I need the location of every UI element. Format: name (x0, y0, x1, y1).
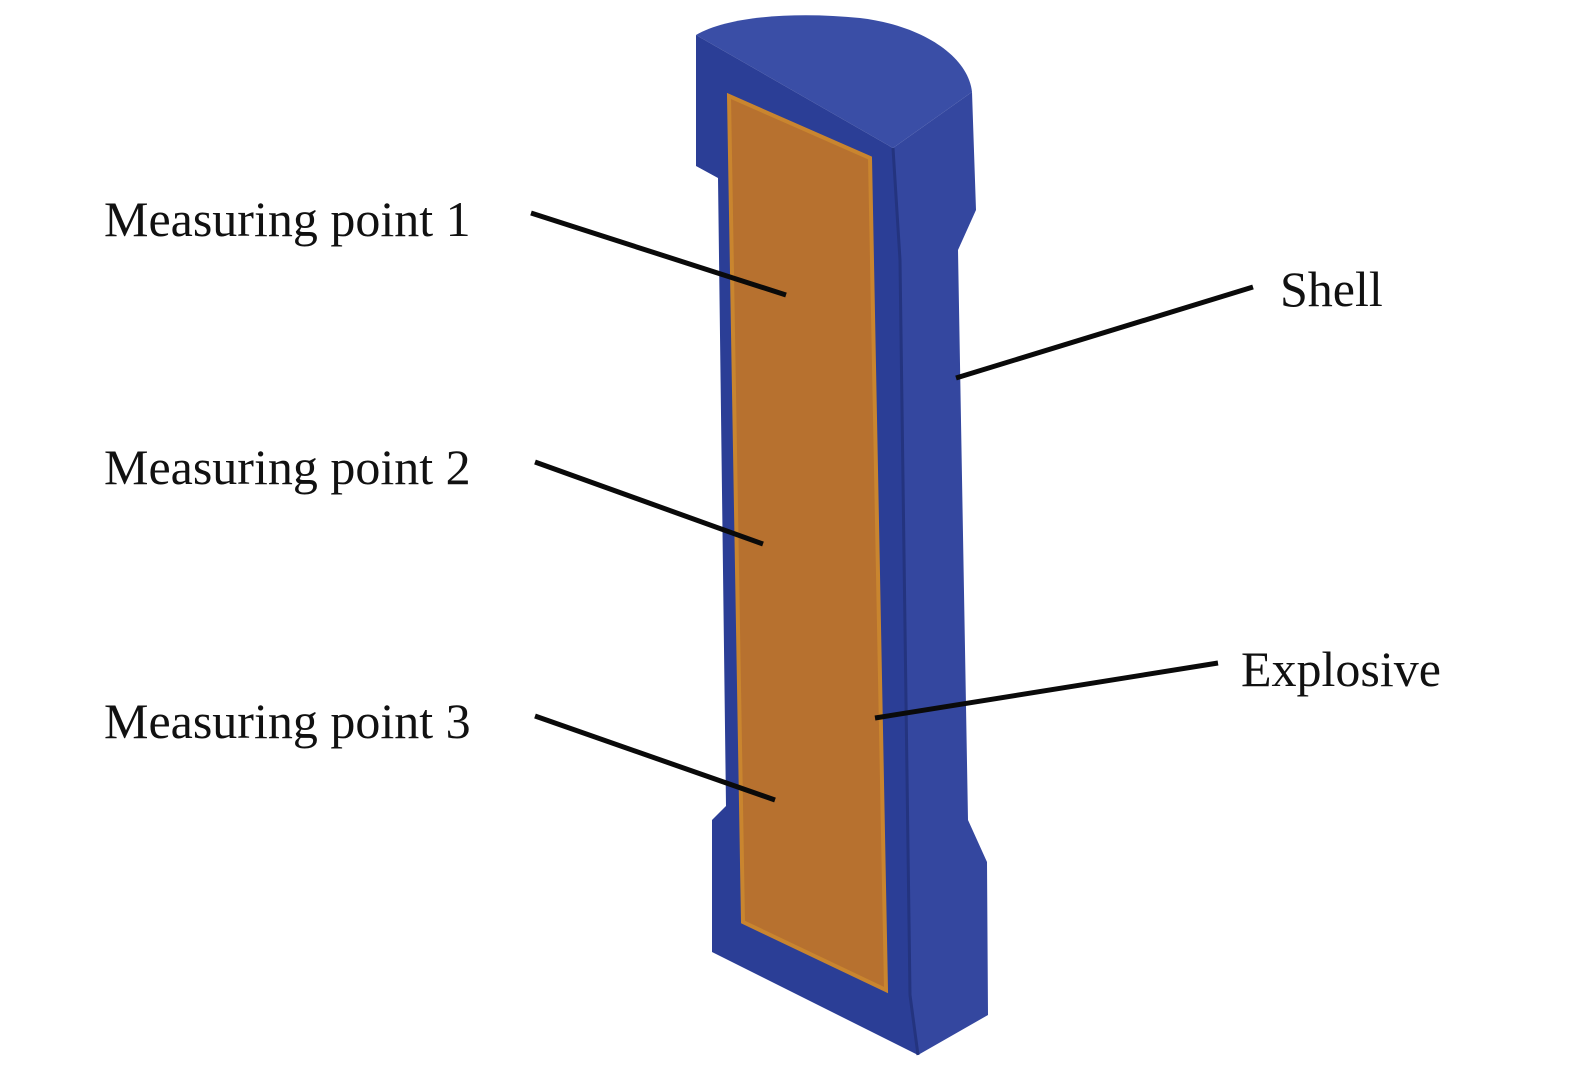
label-shell: Shell (1280, 261, 1383, 317)
shell-top-surface (696, 15, 972, 148)
label-measuring-point-3: Measuring point 3 (104, 693, 471, 749)
shell-edge-lines (891, 147, 920, 1056)
label-measuring-point-2: Measuring point 2 (104, 439, 471, 495)
leader-line-shell (955, 284, 1254, 381)
leader-line-measuring-point-1 (530, 210, 787, 298)
leader-line-measuring-point-3 (534, 713, 776, 803)
label-measuring-point-1: Measuring point 1 (104, 191, 471, 247)
leader-line-measuring-point-2 (534, 459, 764, 547)
leader-line-explosive (874, 660, 1219, 721)
label-explosive: Explosive (1241, 641, 1441, 697)
explosive-fill (726, 92, 889, 994)
shell-side-surface (893, 92, 988, 1055)
